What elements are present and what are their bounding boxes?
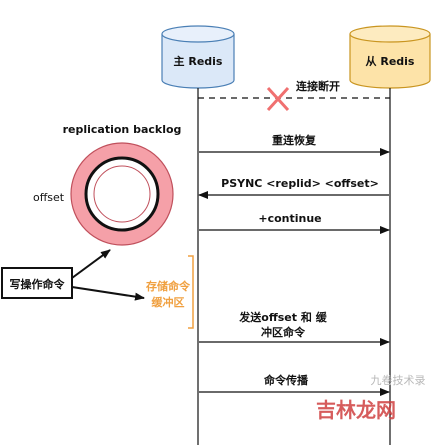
psync-label: PSYNC <replid> <offset>	[221, 177, 379, 190]
write-to-backlog-arrow	[71, 249, 111, 279]
buffer-label-line1: 存储命令	[146, 279, 191, 293]
propagate-label: 命令传播	[263, 373, 309, 387]
offset-label: offset	[33, 191, 65, 204]
buffer-bracket	[188, 255, 194, 329]
slave-label: 从 Redis	[366, 55, 415, 68]
reconnect-label: 重连恢复	[272, 133, 317, 147]
write-to-buffer-arrow	[71, 286, 145, 301]
disconnect-label: 连接断开	[296, 79, 340, 93]
write-command-label: 写操作命令	[10, 277, 66, 291]
buffer-label-line2: 缓冲区	[152, 295, 185, 309]
send-offset-label-line2: 冲区命令	[261, 325, 306, 339]
send-offset-label-line1: 发送offset 和 缓	[238, 310, 327, 324]
write-command-box	[1, 267, 73, 299]
continue-label: +continue	[258, 212, 321, 225]
backlog-ring-buffer	[70, 142, 174, 246]
master-label: 主 Redis	[174, 54, 223, 68]
watermark-logo-text: 吉林龙网	[316, 398, 396, 422]
master-redis-node: 主 Redis	[161, 25, 235, 89]
disconnect-cross-icon	[266, 86, 290, 112]
watermark-text: 九卷技术录	[371, 373, 426, 387]
backlog-title: replication backlog	[63, 123, 182, 136]
slave-redis-node: 从 Redis	[349, 25, 431, 89]
